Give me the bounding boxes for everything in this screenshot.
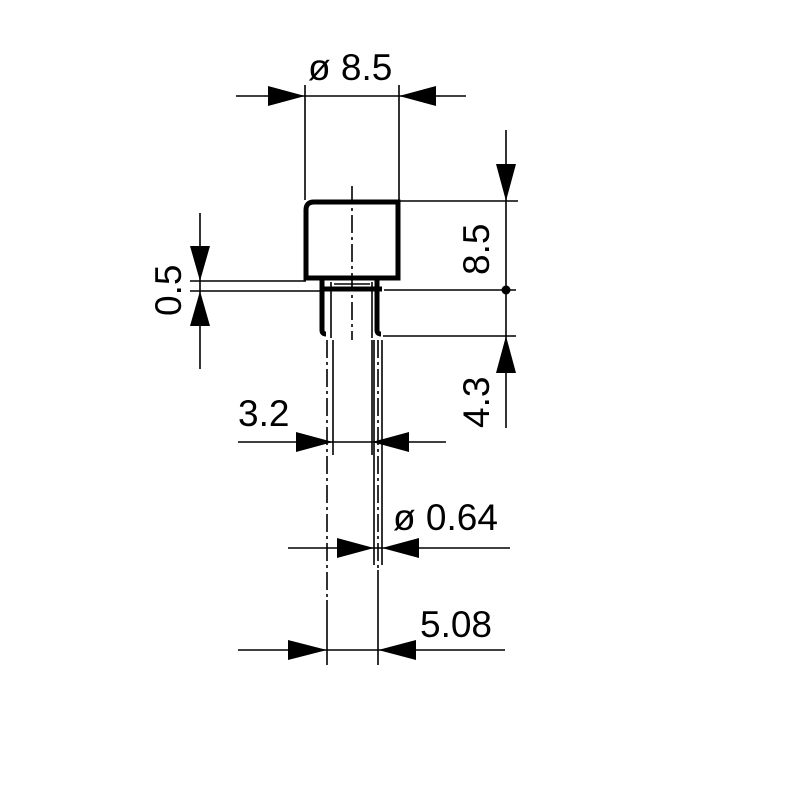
dim-lead-offset: 3.2 — [238, 393, 446, 452]
dim-body-diameter: ø 8.5 — [236, 47, 466, 200]
standoff-label: 0.5 — [148, 265, 189, 316]
dim-standoff: 0.5 — [148, 213, 322, 369]
lead-length-label: 4.3 — [456, 377, 497, 428]
lead-diameter-label: ø 0.64 — [393, 497, 498, 538]
dim-body-height: 8.5 — [384, 130, 518, 428]
body-height-label: 8.5 — [456, 224, 497, 275]
dim-lead-length: 4.3 — [383, 335, 516, 428]
body-diameter-label: ø 8.5 — [308, 47, 392, 88]
dim-lead-diameter: ø 0.64 — [288, 497, 510, 558]
leads-upper — [319, 280, 382, 338]
dim-lead-spacing: 5.08 — [238, 604, 505, 660]
lead-spacing-label: 5.08 — [420, 604, 492, 645]
lead-offset-label: 3.2 — [238, 393, 289, 434]
